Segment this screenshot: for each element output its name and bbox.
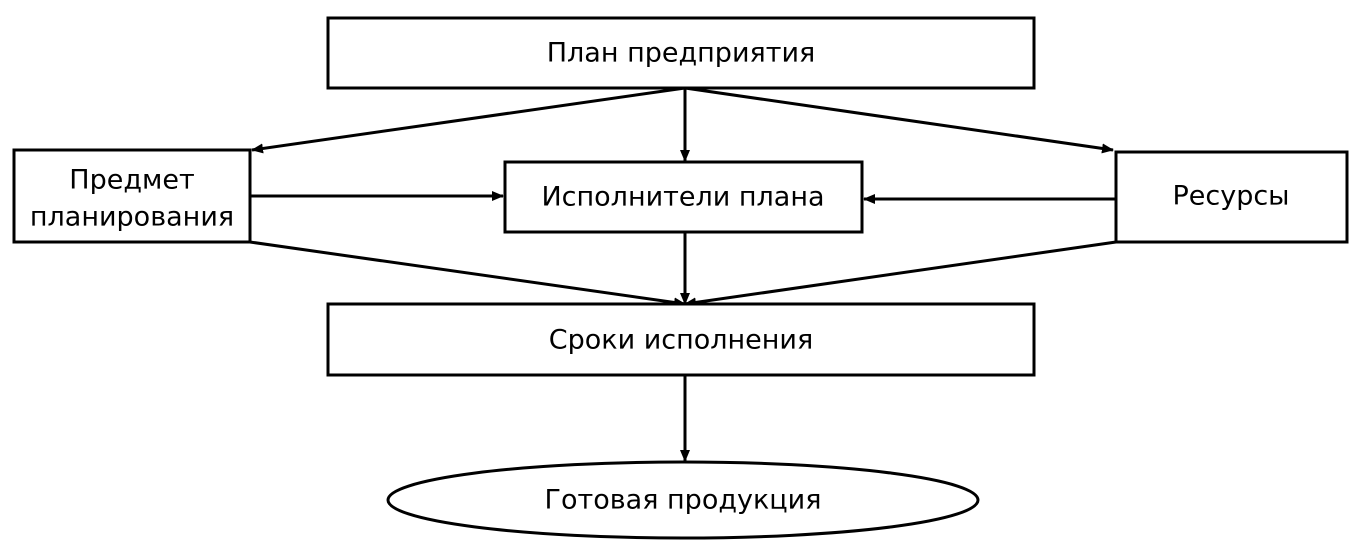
node-product: Готовая продукция bbox=[386, 460, 980, 540]
node-resources: Ресурсы bbox=[1114, 150, 1349, 244]
executors-box bbox=[503, 160, 864, 234]
edges bbox=[249, 86, 1117, 462]
subject-label-line1: Предмет bbox=[69, 165, 194, 196]
node-executors: Исполнители плана bbox=[503, 160, 864, 234]
plan-box bbox=[326, 16, 1036, 90]
resources-box bbox=[1114, 150, 1349, 244]
node-subject: Предмет планирования bbox=[12, 148, 252, 244]
node-deadlines: Сроки исполнения bbox=[326, 302, 1036, 377]
deadlines-label: Сроки исполнения bbox=[549, 325, 813, 356]
arrow-plan-to-resources bbox=[684, 86, 1114, 154]
product-label: Готовая продукция bbox=[545, 485, 822, 516]
resources-label: Ресурсы bbox=[1172, 181, 1289, 212]
arrow-resources-to-deadlines bbox=[684, 240, 1117, 308]
plan-label: План предприятия bbox=[547, 38, 816, 69]
product-ellipse bbox=[386, 460, 980, 540]
deadlines-box bbox=[326, 302, 1036, 377]
arrow-subject-to-deadlines bbox=[249, 240, 686, 308]
subject-box bbox=[12, 148, 252, 244]
executors-label: Исполнители плана bbox=[541, 182, 824, 213]
node-plan: План предприятия bbox=[326, 16, 1036, 90]
subject-label-line2: планирования bbox=[30, 202, 234, 233]
arrow-plan-to-subject bbox=[251, 86, 686, 154]
